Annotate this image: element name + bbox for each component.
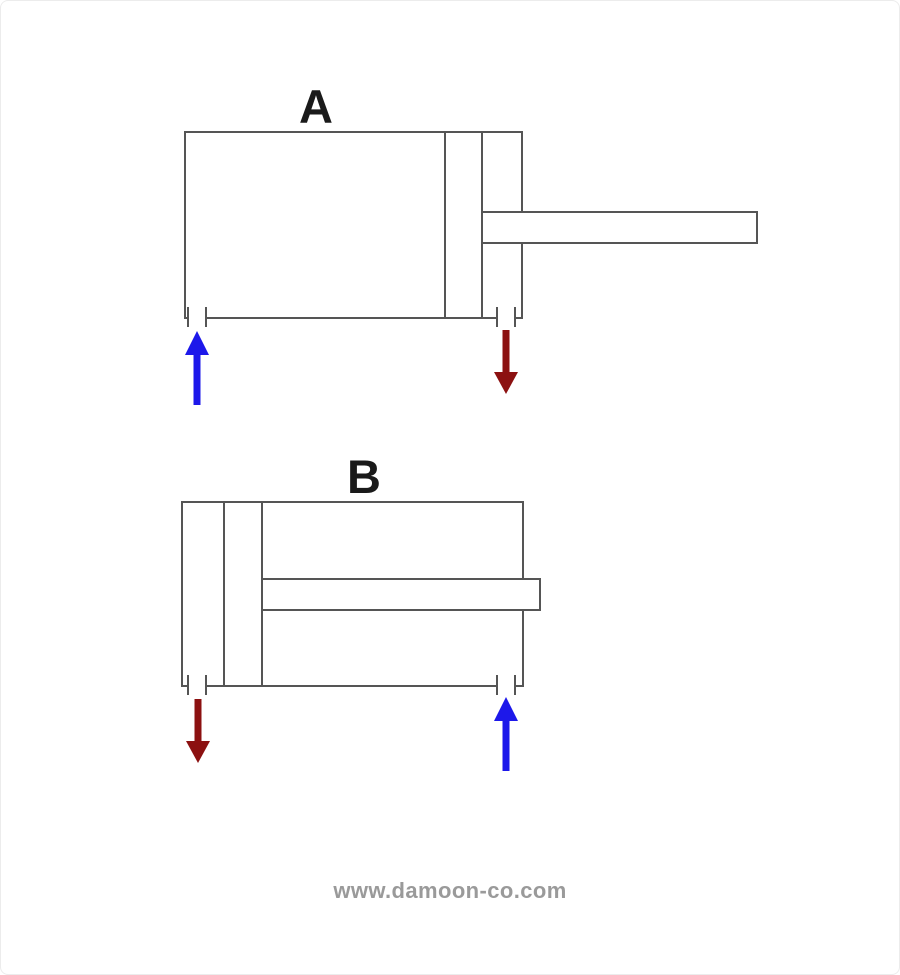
- cylinder-a-rod: [481, 211, 758, 244]
- cylinder-b-outflow-down-arrow: [186, 699, 210, 763]
- arrow-head: [494, 372, 518, 394]
- arrow-head: [185, 331, 209, 355]
- diagram-a-label: A: [299, 80, 333, 133]
- arrow-head: [186, 741, 210, 763]
- cylinder-b-right-port-tick-2: [514, 675, 516, 695]
- cylinder-a-right-port-opening: [498, 316, 514, 320]
- cylinder-a-left-port-opening: [189, 316, 205, 320]
- arrow-shaft: [194, 699, 202, 743]
- arrow-head: [494, 697, 518, 721]
- cylinder-b-left-port-opening: [189, 684, 205, 688]
- cylinder-a-left-port-tick-2: [205, 307, 207, 327]
- cylinder-a-right-port-tick-2: [514, 307, 516, 327]
- cylinder-b-right-port-tick-1: [496, 675, 498, 695]
- cylinder-a-body: [184, 131, 523, 319]
- cylinder-b-left-port-tick-2: [205, 675, 207, 695]
- arrow-shaft: [502, 719, 510, 771]
- cylinder-a-piston-left-face: [444, 133, 446, 317]
- arrow-shaft: [193, 353, 201, 405]
- watermark: www.damoon-co.com: [333, 878, 567, 903]
- cylinder-b-left-port-tick-1: [187, 675, 189, 695]
- cylinder-b-piston-left-face: [223, 503, 225, 685]
- cylinder-a-left-port-tick-1: [187, 307, 189, 327]
- diagram-b-label: B: [347, 450, 381, 503]
- cylinder-a-outflow-down-arrow: [494, 330, 518, 394]
- cylinder-b-rod: [261, 578, 541, 611]
- arrow-shaft: [502, 330, 510, 374]
- cylinder-a-inflow-up-arrow: [185, 331, 209, 405]
- cylinder-b-inflow-up-arrow: [494, 697, 518, 771]
- cylinder-b-right-port-opening: [498, 684, 514, 688]
- cylinder-a-right-port-tick-1: [496, 307, 498, 327]
